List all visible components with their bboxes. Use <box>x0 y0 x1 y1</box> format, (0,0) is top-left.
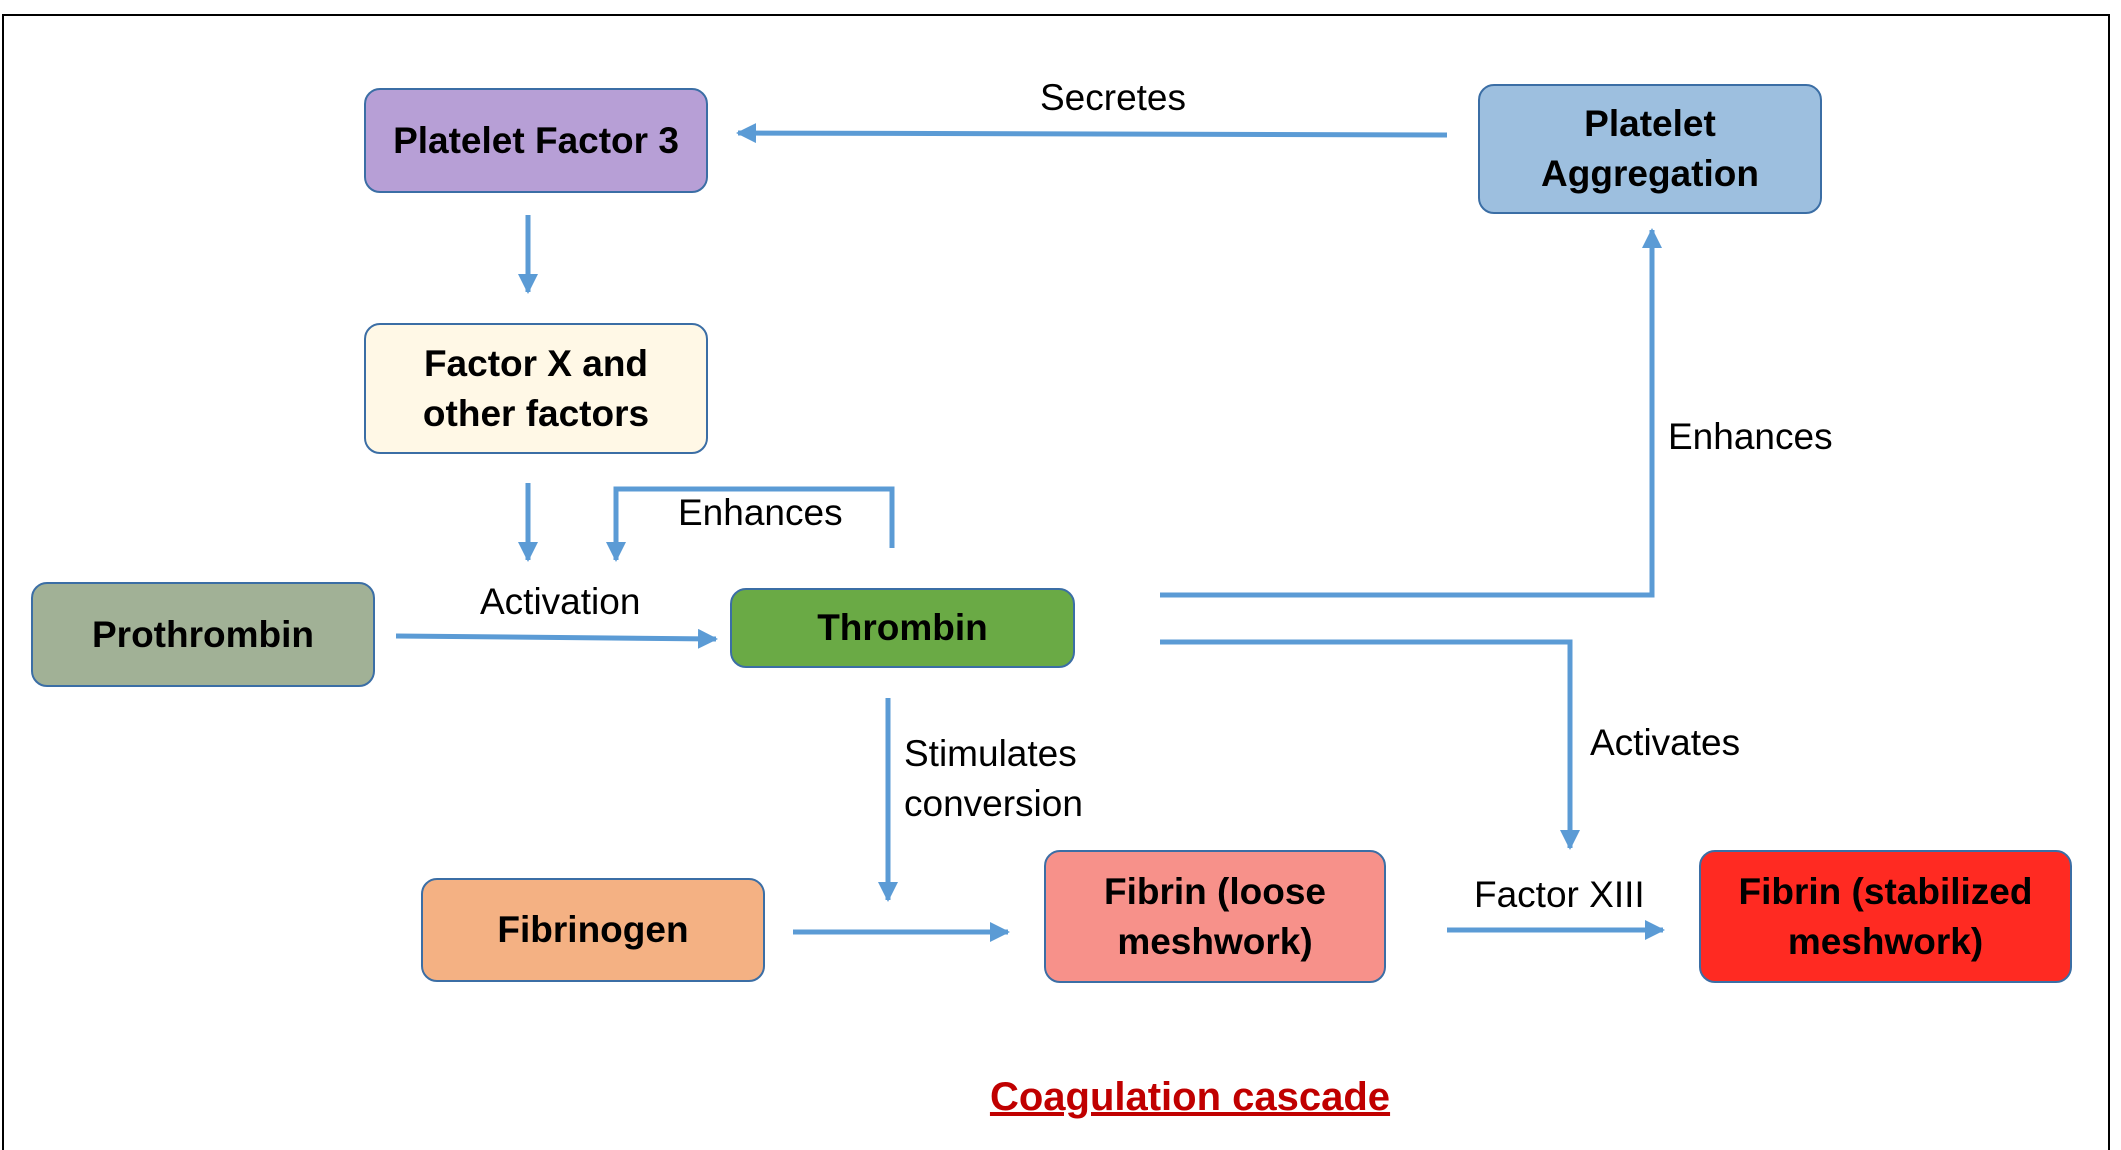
label-activates: Activates <box>1590 722 1741 763</box>
node-fibrin-loose: Fibrin (loose meshwork) <box>1044 850 1386 983</box>
label-activation: Activation <box>480 581 641 622</box>
label-stimulates: Stimulates conversion <box>904 733 1083 824</box>
arrow-enhances-loop <box>606 486 895 562</box>
node-platelet-aggregation: Platelet Aggregation <box>1478 84 1822 214</box>
arrow-activates <box>1160 639 1580 850</box>
diagram-title: Coagulation cascade <box>989 1075 1391 1119</box>
label-enhances-loop: Enhances <box>678 492 843 533</box>
outer-border <box>2 14 2110 1150</box>
label-factor-xiii: Factor XIII <box>1474 874 1645 915</box>
label-secretes: Secretes <box>1040 77 1187 118</box>
arrow-enhances-aggregation <box>1160 228 1662 598</box>
node-fibrinogen: Fibrinogen <box>421 878 765 982</box>
arrow-activation <box>395 628 718 649</box>
node-thrombin: Thrombin <box>730 588 1075 668</box>
node-prothrombin: Prothrombin <box>31 582 375 687</box>
node-platelet-factor-3: Platelet Factor 3 <box>364 88 708 193</box>
node-fibrin-stabilized: Fibrin (stabilized meshwork) <box>1699 850 2072 983</box>
arrow-secretes <box>736 123 1448 144</box>
node-factor-x: Factor X and other factors <box>364 323 708 454</box>
label-enhances-right: Enhances <box>1668 416 1833 457</box>
